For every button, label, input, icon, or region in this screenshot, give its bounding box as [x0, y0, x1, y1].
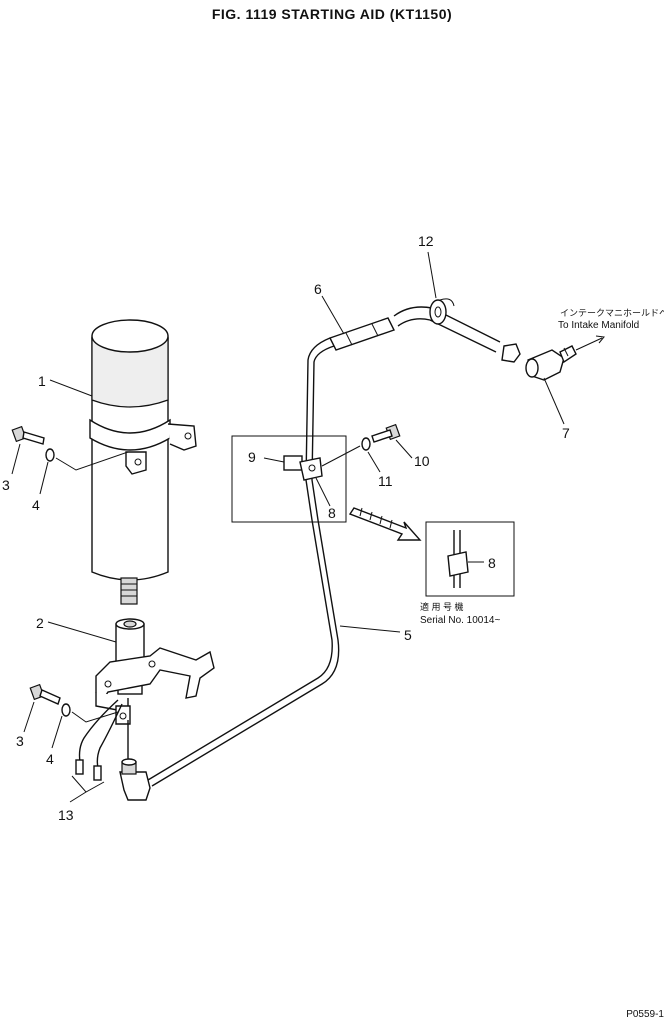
page-code: P0559-1: [626, 1009, 664, 1020]
tube-part-5: [147, 337, 340, 787]
callout-12: 12: [418, 233, 434, 249]
callout-8-detail: 8: [488, 555, 496, 571]
callout-9: 9: [248, 449, 256, 465]
clip-part-9: [283, 455, 303, 471]
bolt-part-10: [371, 423, 401, 443]
callout-3-upper: 3: [2, 477, 10, 493]
serial-detail-box: [425, 521, 515, 597]
washer-part-4-lower: [61, 703, 71, 717]
elbow-part-7: [525, 345, 577, 381]
intake-arrow: [575, 335, 605, 351]
serial-note-en: Serial No. 10014~: [420, 615, 500, 626]
bolt-part-3-upper: [11, 425, 45, 445]
nut-fitting: [501, 343, 521, 363]
washer-part-4-upper: [45, 448, 55, 462]
leader-lines: [11, 251, 565, 803]
intake-note-en: To Intake Manifold: [558, 320, 639, 331]
callout-10: 10: [414, 453, 430, 469]
callout-1: 1: [38, 373, 46, 389]
callout-8-main: 8: [328, 505, 336, 521]
figure-title: FIG. 1119 STARTING AID (KT1150): [211, 6, 453, 22]
clamp-part-8: [299, 457, 323, 481]
clip-detail-box: [231, 435, 361, 523]
intake-note-jp: インテークマニホールドへ: [560, 308, 664, 318]
callout-3-lower: 3: [16, 733, 24, 749]
bolt-part-3-lower: [29, 683, 61, 705]
callout-6: 6: [314, 281, 322, 297]
callout-2: 2: [36, 615, 44, 631]
grommet-part-12: [429, 298, 455, 325]
valve-bracket: [95, 647, 215, 725]
callout-7: 7: [562, 425, 570, 441]
callout-4-upper: 4: [32, 497, 40, 513]
callout-13: 13: [58, 807, 74, 823]
callout-11: 11: [378, 473, 393, 489]
serial-note-jp: 適 用 号 機: [420, 601, 464, 612]
washer-part-11: [361, 437, 371, 451]
tube-upper: [393, 306, 501, 353]
canister-clamp-band: [89, 418, 197, 475]
elbow-fitting-lower: [119, 758, 151, 801]
callout-4-lower: 4: [46, 751, 54, 767]
detail-arrow: [348, 507, 422, 541]
callout-5: 5: [404, 627, 412, 643]
hose-part-6: [329, 317, 395, 351]
wire-harness-part-13: [71, 699, 129, 793]
